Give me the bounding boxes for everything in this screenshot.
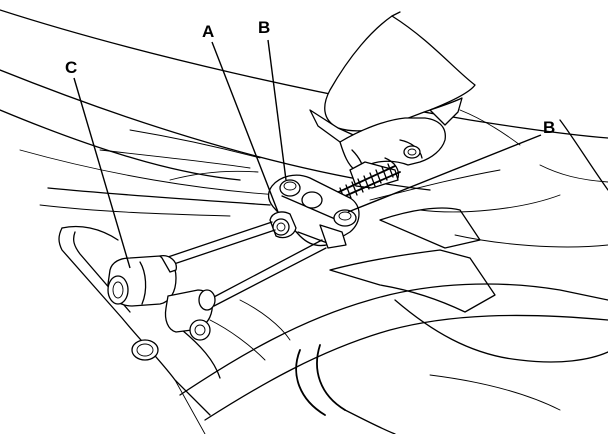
callout-a: A [202,22,214,41]
leader-c [73,77,131,269]
leader-lines [73,39,542,269]
locking-pliers [309,11,476,189]
leader-a [211,41,279,213]
equalizer-bracket [267,174,360,249]
callout-b-left: B [258,18,270,37]
brake-cables [164,221,327,307]
lower-frame [179,283,608,434]
leader-b-left [267,39,287,181]
floor-tray [58,225,221,434]
leader-b-right [347,134,542,213]
cable-housings [107,255,216,341]
callout-c: C [65,58,77,77]
callout-b-right: B [543,118,555,137]
floor-shading [329,109,608,313]
